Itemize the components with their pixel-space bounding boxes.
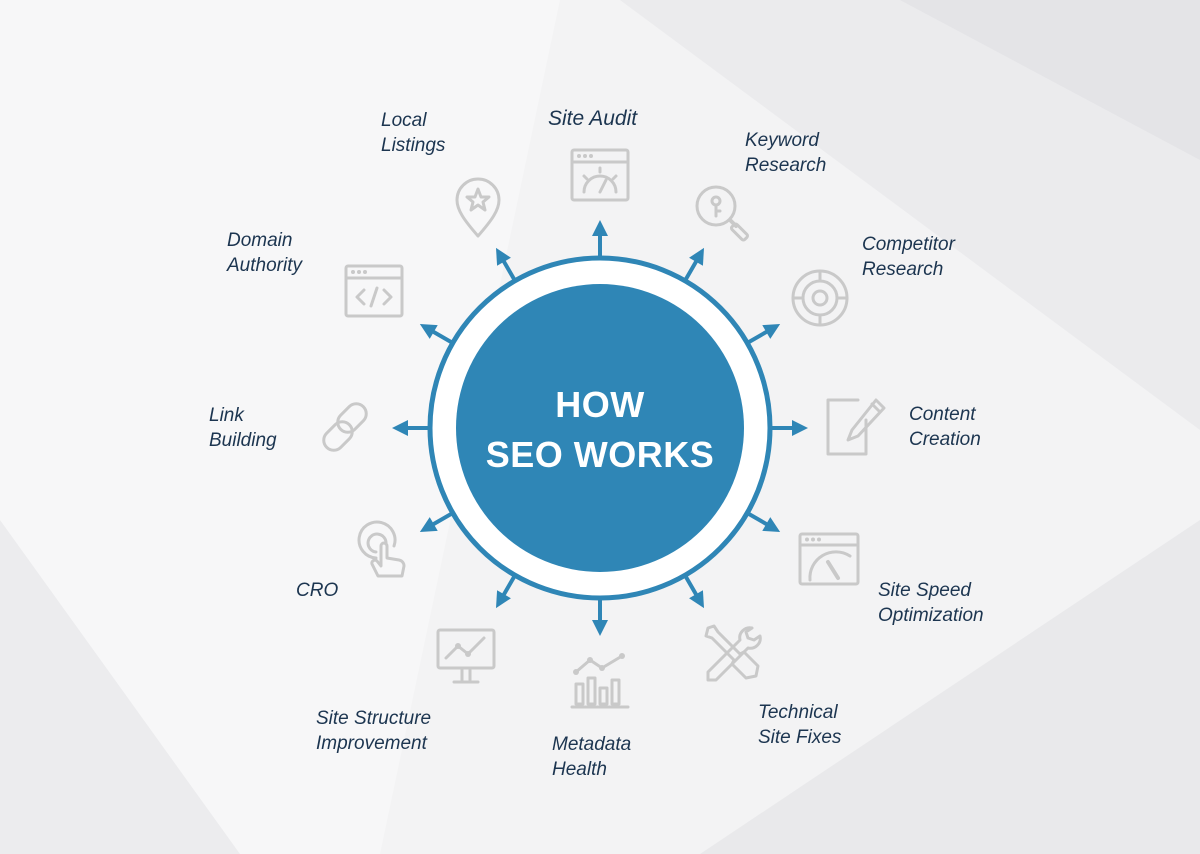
label-competitor-research: Competitor Research [862, 234, 955, 280]
arrow-head [689, 247, 704, 266]
label-cro: CRO [296, 580, 339, 601]
label-link-building: Link Building [209, 405, 277, 451]
browser-gauge-icon [570, 148, 630, 202]
label-technical-site-fixes: Technical Site Fixes [758, 702, 842, 748]
arrow-head [592, 620, 608, 636]
arrow-head [762, 324, 781, 339]
label-site-structure-improvement: Site Structure Improvement [316, 708, 432, 754]
wrench-screwdriver-icon [700, 624, 762, 686]
label-site-audit: Site Audit [548, 107, 638, 130]
arrow-head [496, 247, 511, 266]
arrow-head [496, 590, 511, 609]
label-site-speed-optimization: Site Speed Optimization [878, 580, 984, 626]
arrows [392, 220, 808, 636]
bar-chart-icon [570, 650, 630, 710]
arrow-head [419, 324, 438, 339]
arrow-head [419, 517, 438, 532]
arrow-head [792, 420, 808, 436]
label-content-creation: Content Creation [909, 404, 981, 450]
speedometer-browser-icon [798, 532, 860, 586]
arrow-head [762, 517, 781, 532]
hub-title-line2: SEO WORKS [485, 434, 715, 475]
map-pin-star-icon [454, 176, 502, 240]
arrow-head [592, 220, 608, 236]
presentation-board-icon [436, 626, 496, 686]
hub-circle [456, 284, 744, 572]
document-pencil-icon [824, 396, 888, 458]
hub-title: HOW SEO WORKS [460, 380, 740, 480]
code-window-icon [344, 264, 404, 318]
hub-title-line1: HOW [555, 384, 645, 425]
label-domain-authority: Domain Authority [227, 230, 302, 276]
click-hand-icon [354, 520, 416, 582]
label-keyword-research: Keyword Research [745, 130, 827, 176]
arrow-head [689, 590, 704, 609]
label-metadata-health: Metadata Health [552, 734, 632, 780]
key-magnifier-icon [694, 184, 756, 246]
target-icon [790, 268, 850, 328]
arrow-head [392, 420, 408, 436]
chain-link-icon [314, 398, 376, 456]
label-local-listings: Local Listings [381, 110, 446, 156]
